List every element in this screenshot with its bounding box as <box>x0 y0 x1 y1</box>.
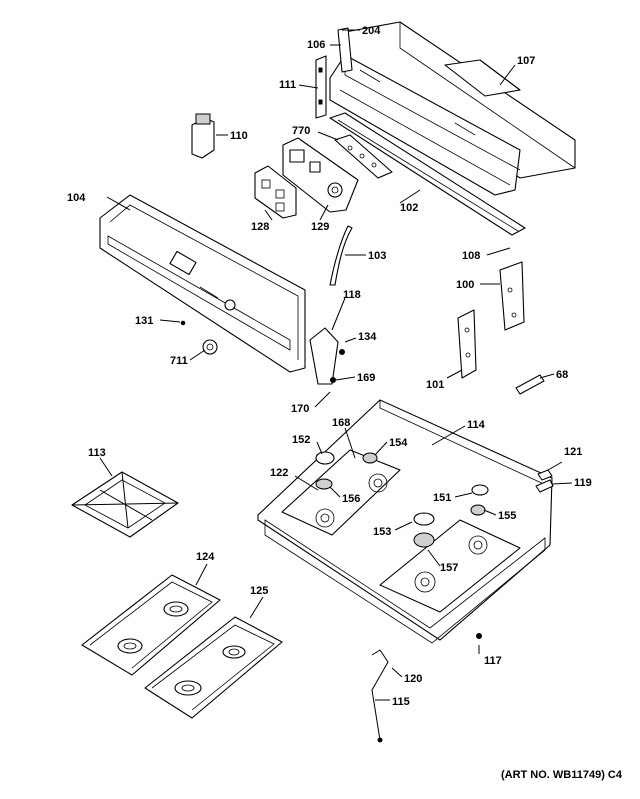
control-panel-board <box>334 134 393 179</box>
label-110: 110 <box>230 130 248 142</box>
label-168: 168 <box>332 417 350 429</box>
label-122: 122 <box>270 467 288 479</box>
end-cap <box>309 327 339 385</box>
label-111: 111 <box>279 79 296 91</box>
label-204: 204 <box>362 25 381 37</box>
label-103: 103 <box>368 250 386 262</box>
label-113: 113 <box>88 447 106 459</box>
label-156: 156 <box>342 493 360 505</box>
igniter-switch <box>191 113 215 159</box>
label-104: 104 <box>67 192 86 204</box>
backsplash-rear-cover <box>344 21 576 179</box>
gas-tube <box>329 225 353 286</box>
foot-68 <box>515 374 545 395</box>
art-number: (ART NO. WB11749) C4 <box>500 769 622 781</box>
label-770: 770 <box>292 125 310 137</box>
label-121: 121 <box>564 446 582 458</box>
control-panel <box>99 194 306 373</box>
label-125: 125 <box>250 585 268 597</box>
trim-strip <box>329 112 526 236</box>
screw-131 <box>180 320 186 326</box>
drip-pan-left <box>81 574 221 676</box>
label-102: 102 <box>400 202 418 214</box>
label-108: 108 <box>462 250 480 262</box>
rear-bracket-left <box>457 309 477 379</box>
callout-labels: 204 106 107 111 110 770 102 128 129 104 … <box>67 25 592 708</box>
rear-bracket-right <box>499 261 525 331</box>
label-169: 169 <box>357 372 375 384</box>
label-134: 134 <box>358 331 377 343</box>
leader-lines <box>99 29 573 701</box>
backsplash-frame <box>329 54 521 196</box>
label-157: 157 <box>440 562 458 574</box>
side-bracket-left <box>315 55 327 119</box>
switch-plate <box>254 165 297 219</box>
label-119: 119 <box>574 477 592 489</box>
label-118: 118 <box>343 289 361 301</box>
label-100: 100 <box>456 279 474 291</box>
label-124: 124 <box>196 551 215 563</box>
label-101: 101 <box>426 379 444 391</box>
burner-grate <box>71 471 179 538</box>
label-154: 154 <box>389 437 408 449</box>
cooktop <box>257 399 553 644</box>
label-131: 131 <box>135 315 153 327</box>
label-170: 170 <box>291 403 309 415</box>
label-120: 120 <box>404 673 422 685</box>
clock-timer-module <box>282 137 359 213</box>
pin-119 <box>535 479 554 493</box>
label-152: 152 <box>292 434 310 446</box>
label-107: 107 <box>517 55 535 67</box>
label-128: 128 <box>251 221 269 233</box>
backsplash-end-bracket <box>337 27 353 73</box>
knob-711 <box>202 339 218 355</box>
label-106: 106 <box>307 39 325 51</box>
burner-rod <box>371 649 389 743</box>
label-129: 129 <box>311 221 329 233</box>
label-155: 155 <box>498 510 516 522</box>
screw-134 <box>339 349 345 355</box>
label-153: 153 <box>373 526 391 538</box>
screw-169 <box>330 377 336 383</box>
label-151: 151 <box>433 492 451 504</box>
label-114: 114 <box>467 419 486 431</box>
label-117: 117 <box>484 655 502 667</box>
drip-pan-right <box>144 616 283 719</box>
screw-117 <box>476 633 482 639</box>
small-bracket-121 <box>537 469 553 481</box>
label-68: 68 <box>556 369 568 381</box>
label-711: 711 <box>170 355 188 367</box>
label-115: 115 <box>392 696 410 708</box>
